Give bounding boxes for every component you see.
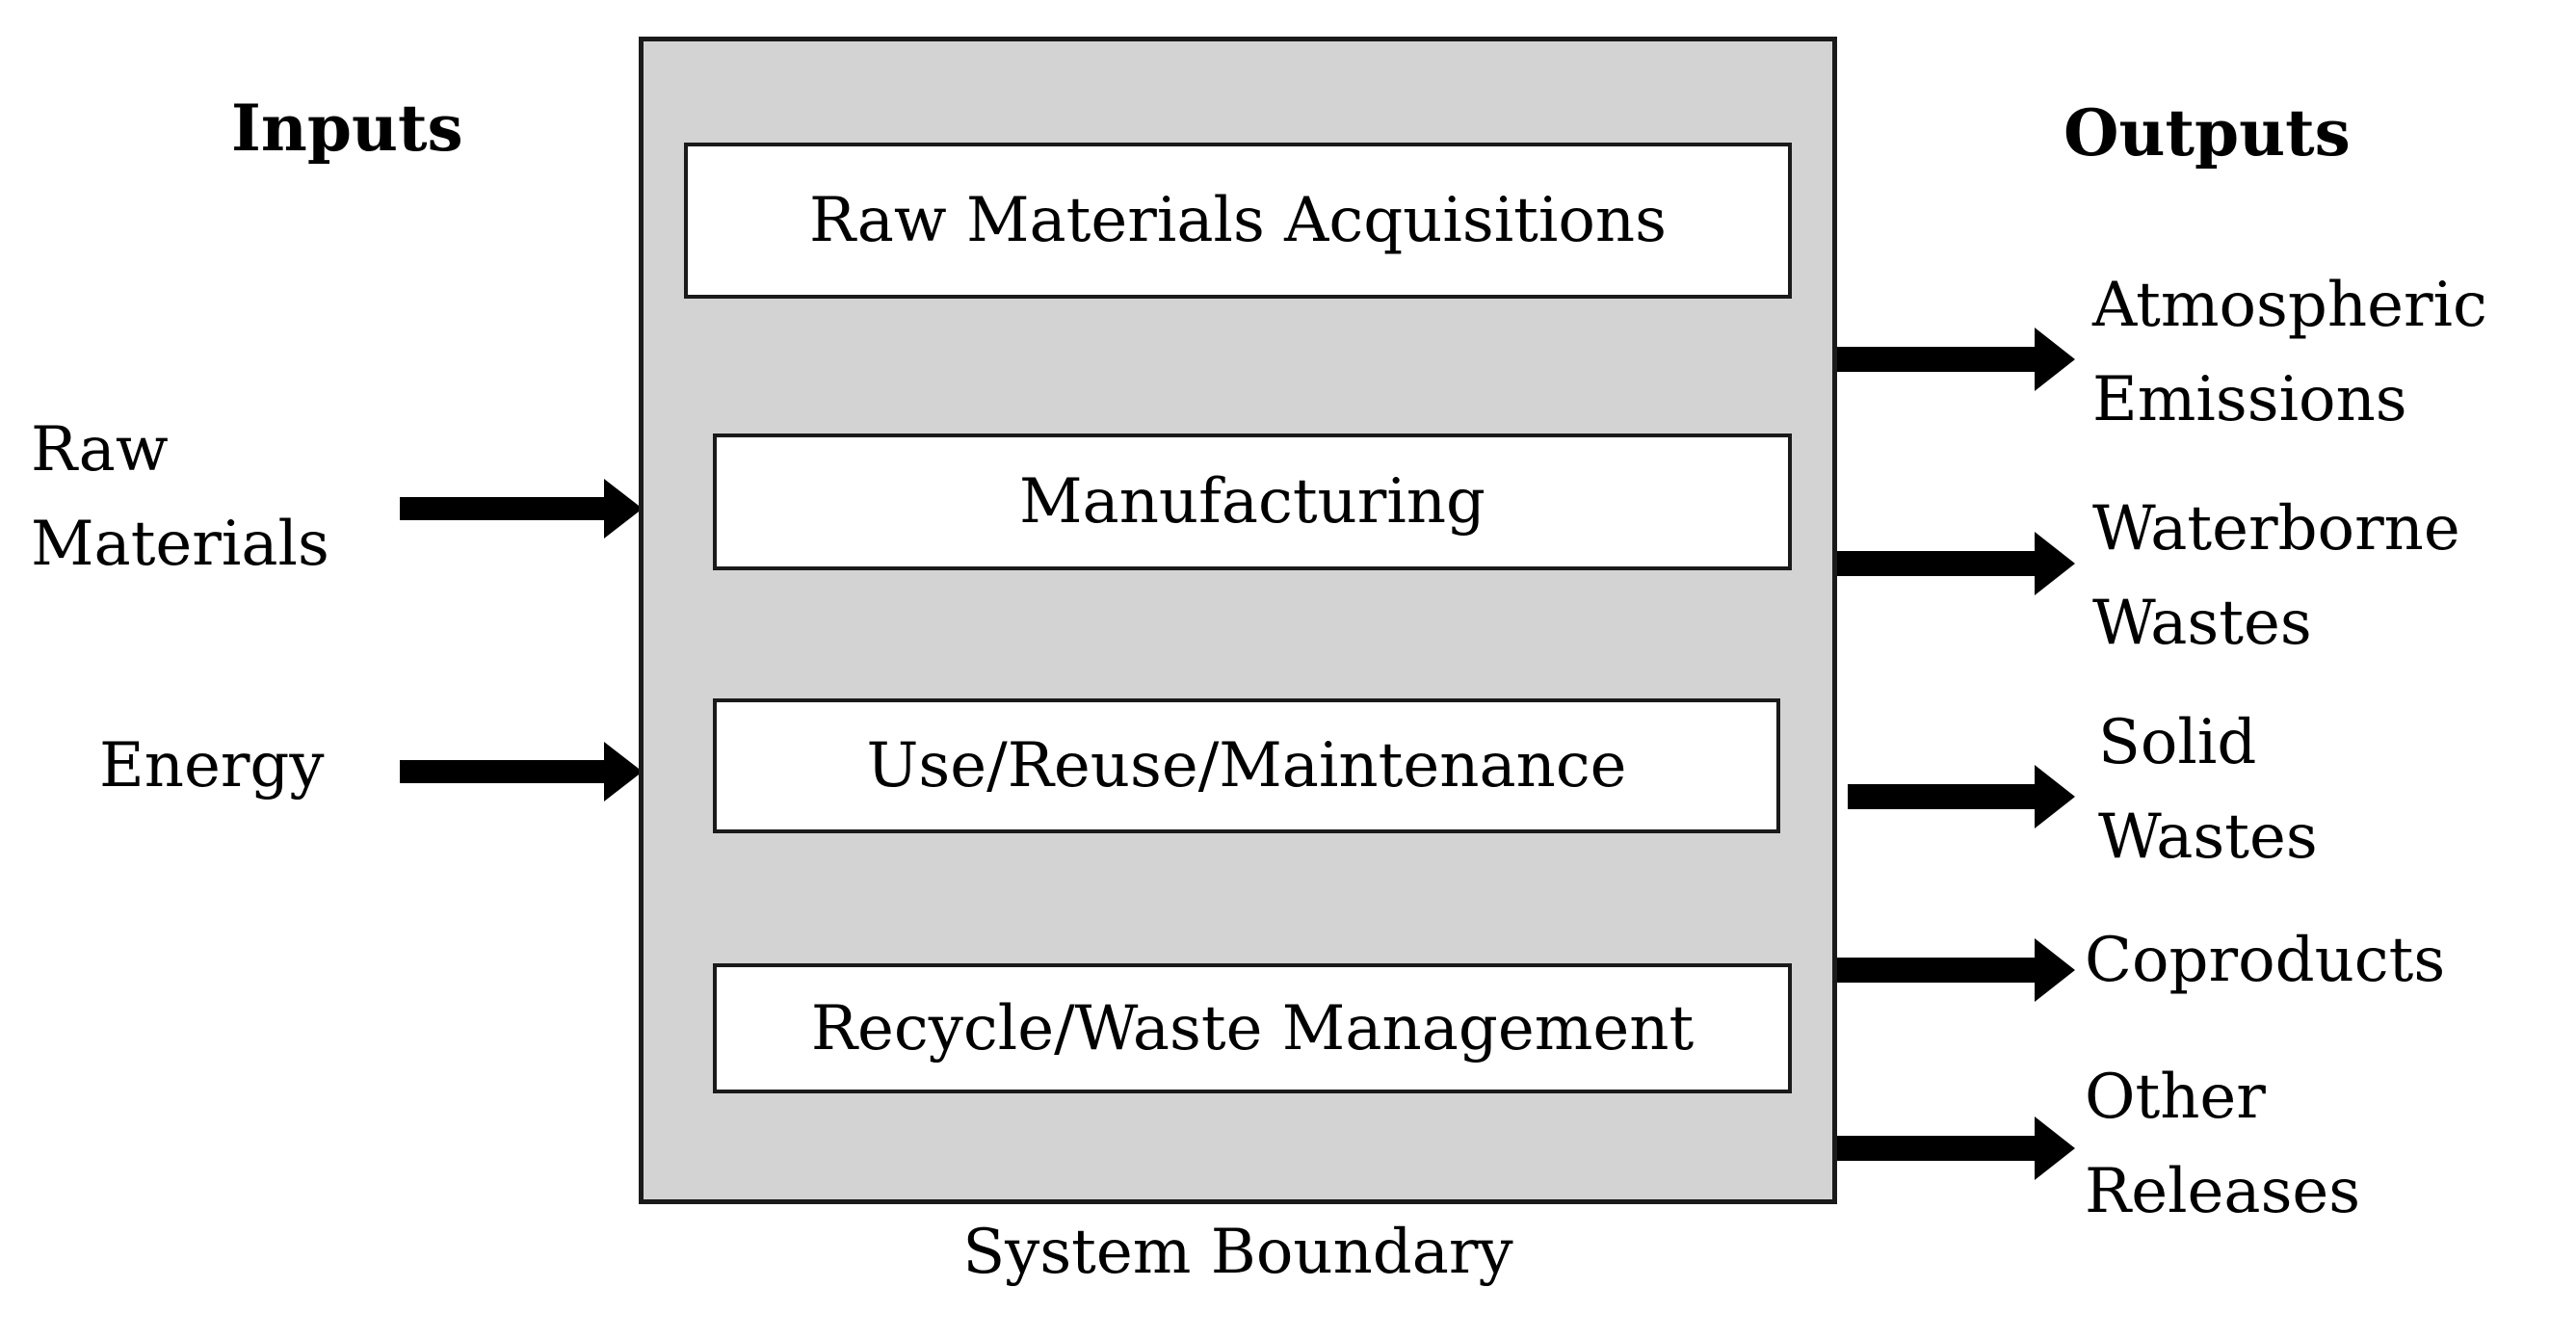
output-arrow-solid-wastes: [1848, 765, 2075, 828]
input-label-energy: Energy: [99, 719, 325, 813]
system-boundary-caption: System Boundary: [962, 1217, 1513, 1288]
stage-recycle-waste-management: Recycle/Waste Management: [713, 963, 1792, 1093]
output-label-solid-wastes: Solid Wastes: [2098, 696, 2318, 884]
output-label-line: Waterborne: [2092, 493, 2460, 565]
output-label-line: Wastes: [2092, 588, 2312, 659]
input-label-line: Raw: [31, 414, 169, 486]
output-label-atmospheric-emissions: Atmospheric Emissions: [2092, 258, 2487, 447]
outputs-heading: Outputs: [2063, 95, 2351, 171]
output-label-line: Emissions: [2092, 364, 2407, 435]
stage-use-reuse-maintenance: Use/Reuse/Maintenance: [713, 698, 1780, 833]
input-arrow-energy: [400, 742, 643, 801]
stage-raw-materials-acquisitions: Raw Materials Acquisitions: [684, 143, 1792, 299]
output-label-line: Wastes: [2098, 801, 2318, 873]
input-label-raw-materials: Raw Materials: [31, 403, 329, 591]
output-arrow-coproducts: [1837, 938, 2075, 1002]
inputs-heading: Inputs: [231, 91, 463, 166]
output-label-coproducts: Coproducts: [2085, 913, 2445, 1008]
output-label-line: Atmospheric: [2092, 270, 2487, 341]
output-label-line: Solid: [2098, 707, 2257, 778]
output-label-waterborne-wastes: Waterborne Wastes: [2092, 482, 2460, 670]
input-arrow-raw-materials: [400, 479, 643, 539]
output-label-line: Other: [2085, 1062, 2266, 1133]
output-arrow-atmospheric-emissions: [1837, 328, 2075, 391]
input-label-line: Energy: [99, 730, 325, 801]
stage-manufacturing: Manufacturing: [713, 434, 1792, 570]
output-label-other-releases: Other Releases: [2085, 1050, 2360, 1239]
output-arrow-waterborne-wastes: [1837, 532, 2075, 595]
input-label-line: Materials: [31, 509, 329, 580]
output-label-line: Coproducts: [2085, 925, 2446, 996]
output-label-line: Releases: [2085, 1156, 2361, 1227]
output-arrow-other-releases: [1837, 1117, 2075, 1180]
